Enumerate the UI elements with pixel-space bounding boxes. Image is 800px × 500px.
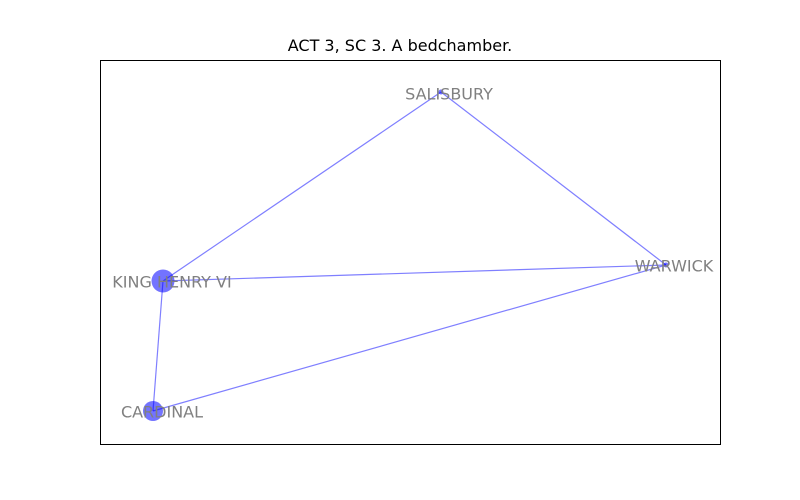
labels-layer: SALISBURY WARWICK KING HENRY VI CARDINAL bbox=[112, 85, 713, 422]
node-label-cardinal: CARDINAL bbox=[121, 403, 203, 422]
edge-cardinal-warwick bbox=[152, 264, 667, 412]
edge-king_henry_vi-warwick bbox=[162, 264, 667, 282]
node-label-king_henry_vi: KING HENRY VI bbox=[112, 273, 231, 292]
node-cardinal bbox=[143, 401, 163, 421]
edge-salisbury-king_henry_vi bbox=[162, 91, 442, 282]
nodes-layer bbox=[143, 89, 669, 421]
node-salisbury bbox=[438, 89, 444, 95]
chart-title: ACT 3, SC 3. A bedchamber. bbox=[287, 36, 513, 55]
edge-king_henry_vi-cardinal bbox=[152, 280, 164, 412]
node-king_henry_vi bbox=[151, 269, 175, 293]
node-label-salisbury: SALISBURY bbox=[405, 85, 493, 104]
node-warwick bbox=[663, 262, 669, 268]
plot-frame bbox=[100, 60, 721, 445]
node-label-warwick: WARWICK bbox=[635, 257, 714, 276]
edge-salisbury-warwick bbox=[440, 91, 667, 266]
edges-layer bbox=[152, 91, 667, 412]
